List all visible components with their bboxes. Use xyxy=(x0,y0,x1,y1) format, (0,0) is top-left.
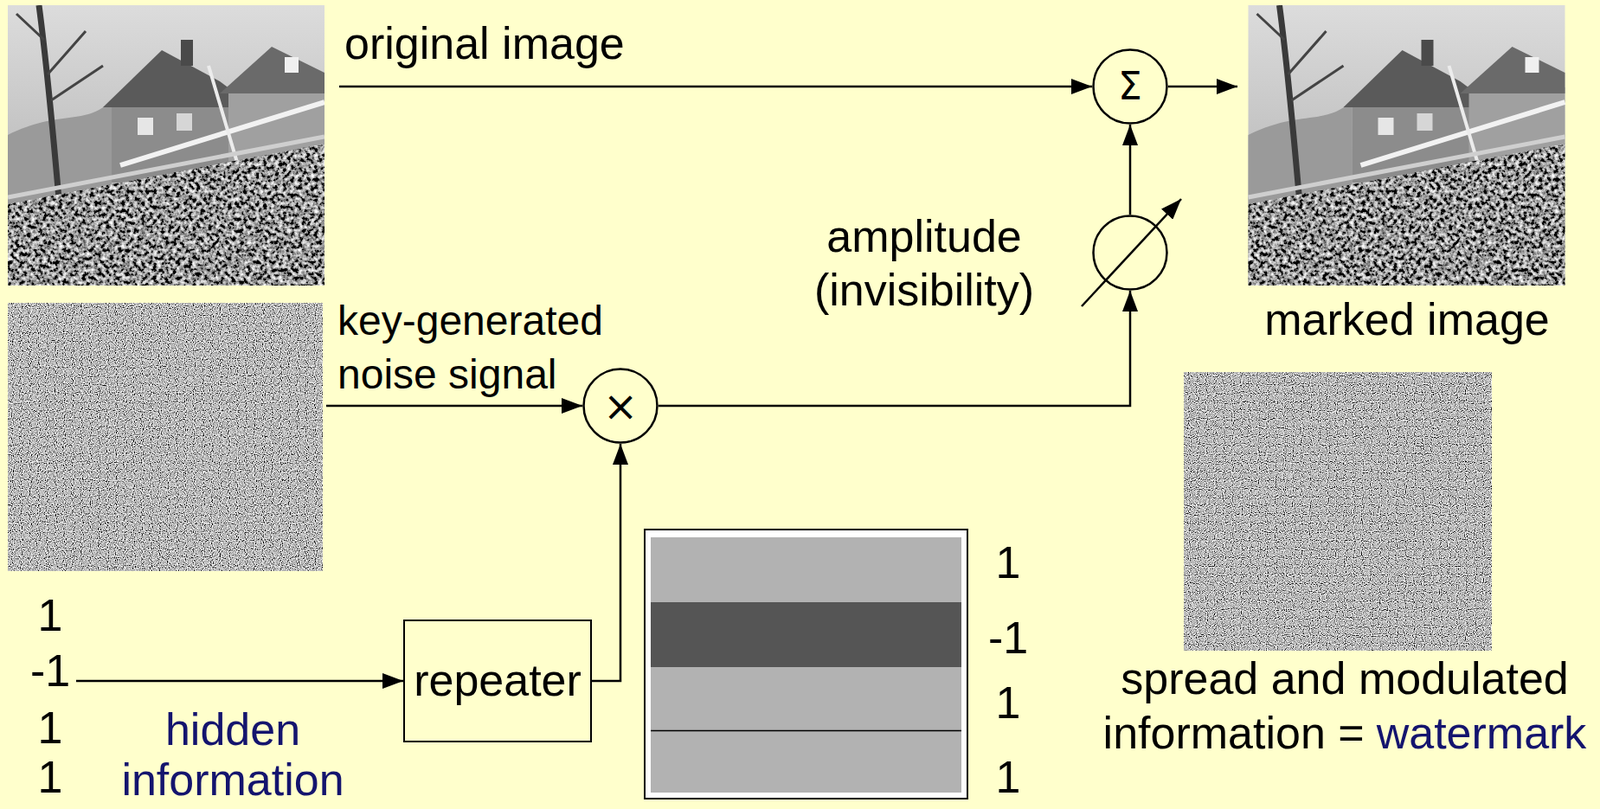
band-value: 1 xyxy=(982,751,1035,804)
multiplier-node: × xyxy=(582,367,659,444)
bits-wire xyxy=(76,680,404,683)
original-photo xyxy=(7,5,325,286)
signal-label: original image xyxy=(344,17,795,70)
input-caption: hidden information xyxy=(102,704,363,805)
dark-band xyxy=(650,602,962,668)
caption-keyword: watermark xyxy=(1376,707,1588,759)
light-band xyxy=(650,667,962,731)
band-value: -1 xyxy=(982,611,1035,664)
signal-connector xyxy=(591,443,621,682)
node-label: amplitude (invisibility) xyxy=(794,209,1054,317)
band-value: 1 xyxy=(982,536,1035,589)
output-wire xyxy=(1168,85,1238,89)
amplitude-control: amplitude (invisibility) xyxy=(1092,214,1169,291)
node-label: Σ xyxy=(1118,65,1143,108)
watermark-noise-image xyxy=(1183,372,1492,651)
bit-value: 1 xyxy=(24,751,77,804)
caption-group: spread and modulated information =waterm… xyxy=(1085,651,1600,761)
circle-shape xyxy=(1092,214,1169,291)
band-value: 1 xyxy=(982,676,1035,729)
circle-outline xyxy=(1093,50,1168,124)
image-caption: marked image xyxy=(1246,293,1568,346)
noise-wire xyxy=(326,404,583,408)
circle-outline xyxy=(584,369,658,444)
node-label: repeater xyxy=(413,655,582,706)
marked-photo xyxy=(1248,5,1566,286)
bit-value: 1 xyxy=(24,701,77,754)
summation-node: Σ xyxy=(1092,48,1169,125)
noise-image xyxy=(7,302,323,572)
variable-arrow xyxy=(1081,199,1182,307)
node-label: × xyxy=(603,383,638,430)
image-wire xyxy=(339,85,1093,89)
bit-value: -1 xyxy=(24,644,77,697)
light-band xyxy=(650,537,962,603)
band-separator xyxy=(650,730,962,733)
bit-value: 1 xyxy=(24,589,77,642)
repeater-box: repeater xyxy=(403,619,592,743)
signal-connector xyxy=(1129,124,1132,215)
signal-label: key-generated noise signal xyxy=(337,294,641,402)
band-panel xyxy=(644,529,968,799)
circle-outline xyxy=(1093,216,1168,290)
light-band xyxy=(650,731,962,793)
